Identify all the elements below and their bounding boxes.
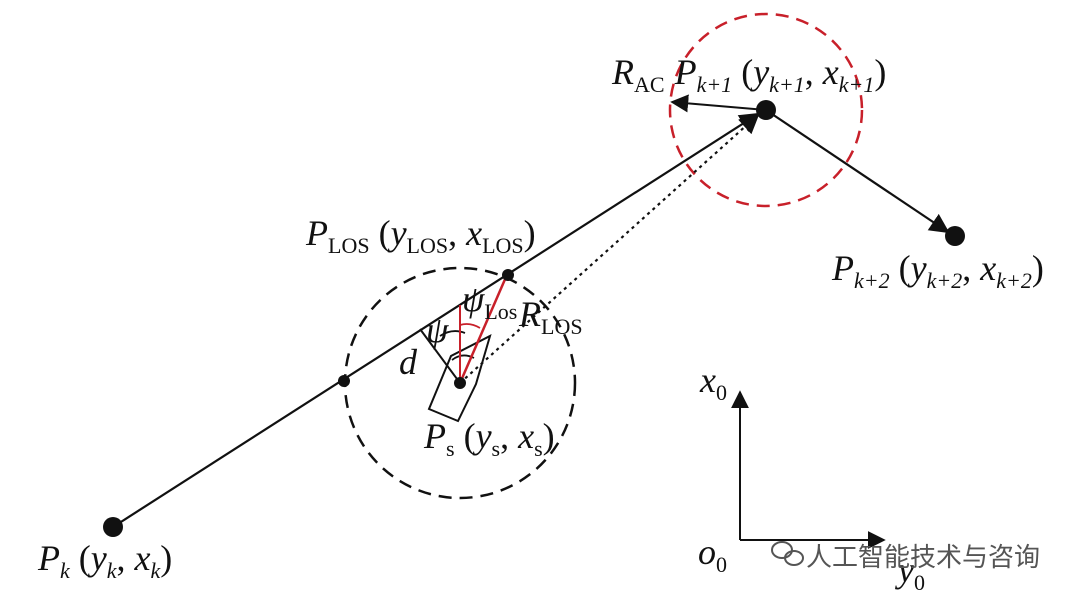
- acceptance-circle: [668, 12, 864, 208]
- label-origin-o0: o0: [698, 532, 727, 577]
- label-pk: Pk (yk, xk): [37, 538, 172, 583]
- label-d: d: [399, 342, 418, 382]
- label-axis-x0: x0: [699, 360, 727, 405]
- ship-position-point: [454, 377, 466, 389]
- path-segment-k-to-k1: [112, 112, 760, 528]
- cross-track-line-d: [419, 328, 461, 384]
- path-segment-k1-to-k2: [765, 109, 950, 234]
- label-psi-los: ψLos: [462, 279, 517, 324]
- label-ps: Ps (ys, xs): [423, 416, 555, 461]
- ship-hull: [427, 334, 492, 423]
- los-vector: [458, 276, 508, 384]
- heading-angle-arc: [439, 330, 466, 337]
- label-psi: ψ: [426, 310, 449, 350]
- los-point: [502, 269, 514, 281]
- label-r-los: RLOS: [518, 294, 583, 339]
- los-angle-arc: [459, 323, 481, 329]
- r-ac-arrow: [670, 94, 767, 113]
- watermark: 人工智能技术与咨询: [771, 541, 1040, 573]
- waypoint-pk: [103, 517, 123, 537]
- watermark-text: 人工智能技术与咨询: [806, 543, 1040, 573]
- label-axis-y0: y0: [895, 550, 925, 595]
- label-pk2: Pk+2 (yk+2, xk+2): [831, 248, 1044, 293]
- waypoint-pk1: [756, 100, 776, 120]
- wechat-icon: [771, 541, 804, 566]
- label-plos: PLOS (yLOS, xLOS): [305, 213, 536, 258]
- intersection-point: [338, 375, 350, 387]
- waypoint-pk2: [945, 226, 965, 246]
